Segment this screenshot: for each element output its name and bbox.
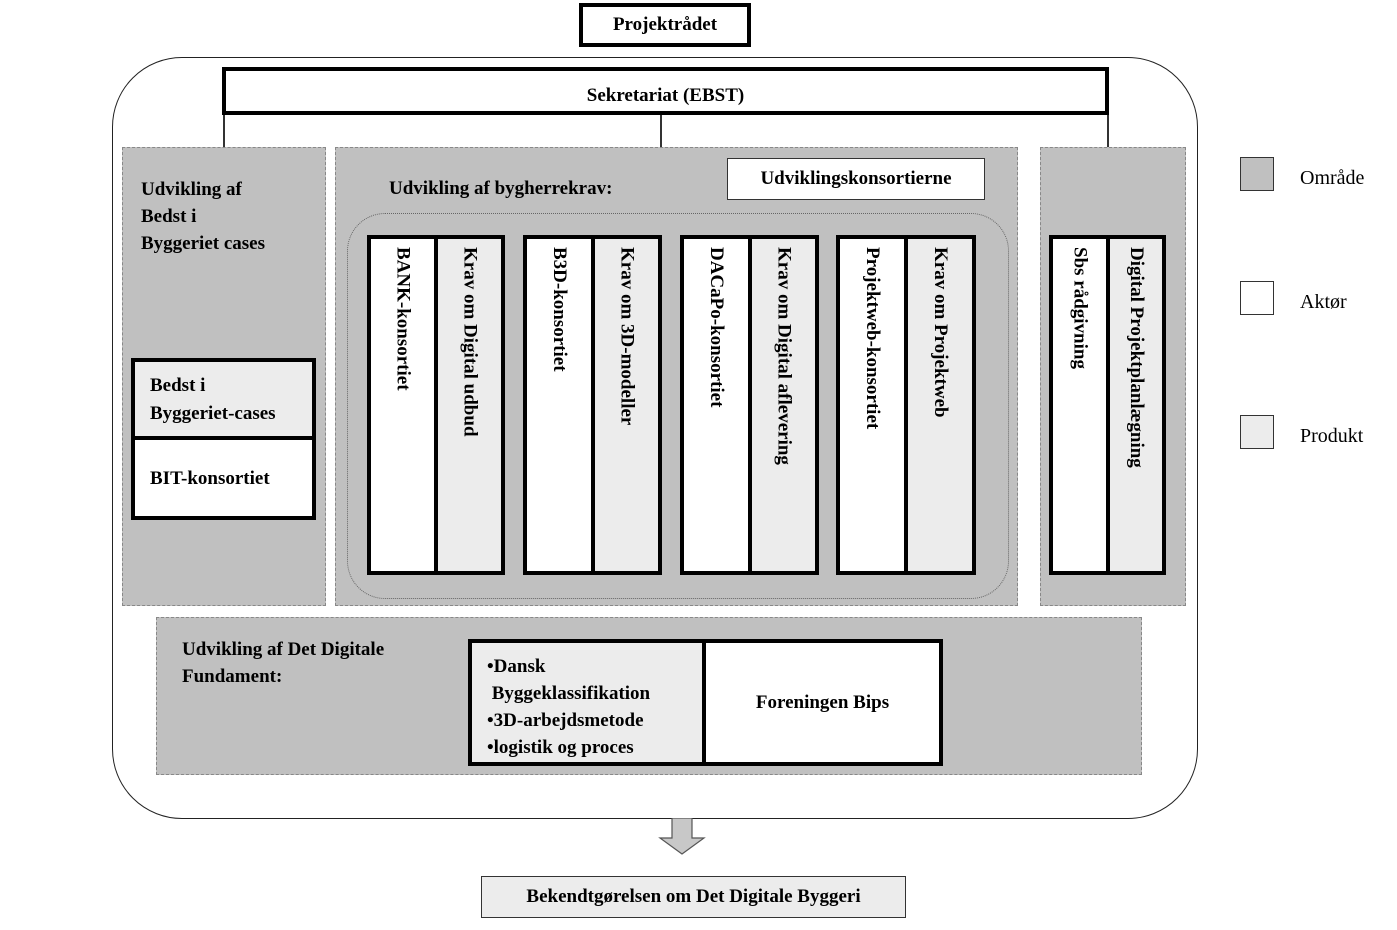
fundament-item-3: •logistik og proces	[487, 737, 634, 758]
pair-dacapo: DACaPo-konsortiet Krav om Digital afleve…	[680, 235, 819, 575]
pair-sbs: Sbs rådgivning Digital Projektplanlægnin…	[1049, 235, 1166, 575]
middle-area-title: Udvikling af bygherrekrav:	[389, 178, 613, 199]
product-krav-om-3d-modeller: Krav om 3D-modeller	[594, 239, 658, 571]
connector-left	[223, 114, 225, 148]
foreningen-bips-label: Foreningen Bips	[755, 691, 890, 713]
legend-swatch-omraade	[1240, 157, 1274, 191]
pair-b3d: B3D-konsortiet Krav om 3D-modeller	[523, 235, 662, 575]
legend-label-produkt: Produkt	[1300, 425, 1364, 447]
actor-bit-konsortiet: BIT-konsortiet	[150, 468, 270, 489]
actor-b3d-konsortiet: B3D-konsortiet	[527, 239, 595, 571]
actor-bank-konsortiet: BANK-konsortiet	[371, 239, 438, 571]
result-label: Bekendtgørelsen om Det Digitale Byggeri	[526, 886, 861, 907]
down-arrow-icon	[658, 818, 706, 855]
bottom-area-title: Udvikling af Det Digitale Fundament:	[182, 639, 385, 687]
sekretariat-box: Sekretariat (EBST)	[222, 67, 1109, 115]
product-digital-projektplanlaegning: Digital Projektplanlægning	[1109, 239, 1162, 571]
product-bedst-i-byggeriet-cases: Bedst i Byggeriet-cases	[135, 362, 312, 440]
product-krav-om-digital-aflevering: Krav om Digital aflevering	[751, 239, 815, 571]
udviklingskonsortierne-label: Udviklingskonsortierne	[760, 168, 952, 189]
fundament-item-1: •Dansk Byggeklassifikation	[487, 656, 651, 704]
connector-right	[1107, 114, 1109, 148]
pair-bank: BANK-konsortiet Krav om Digital udbud	[367, 235, 505, 575]
result-box: Bekendtgørelsen om Det Digitale Byggeri	[481, 876, 906, 918]
product-krav-om-projektweb: Krav om Projektweb	[908, 239, 972, 571]
sekretariat-label: Sekretariat (EBST)	[586, 85, 745, 106]
projektraadet-label: Projektrådet	[612, 14, 718, 35]
connector-middle	[660, 114, 662, 148]
actor-sbs-raadgivning: Sbs rådgivning	[1053, 239, 1110, 571]
fundament-item-2: •3D-arbejdsmetode	[487, 710, 644, 731]
consortia-group	[347, 213, 1009, 599]
legend-label-aktoer: Aktør	[1300, 291, 1347, 313]
product-fundament-list: •Dansk Byggeklassifikation •3D-arbejdsme…	[472, 643, 706, 762]
actor-foreningen-bips: Foreningen Bips	[706, 643, 939, 762]
legend-swatch-aktoer	[1240, 281, 1274, 315]
legend-swatch-produkt	[1240, 415, 1274, 449]
product-krav-om-digital-udbud: Krav om Digital udbud	[438, 239, 501, 571]
projektraadet-box: Projektrådet	[579, 3, 751, 47]
product-bedst-label: Bedst i Byggeriet-cases	[150, 375, 276, 424]
actor-projektweb-konsortiet: Projektweb-konsortiet	[840, 239, 908, 571]
left-stack: Bedst i Byggeriet-cases BIT-konsortiet	[131, 358, 316, 520]
actor-dacapo-konsortiet: DACaPo-konsortiet	[684, 239, 752, 571]
actor-udviklingskonsortierne: Udviklingskonsortierne	[727, 158, 985, 200]
left-area-title: Udvikling af Bedst i Byggeriet cases	[141, 179, 265, 254]
pair-projektweb: Projektweb-konsortiet Krav om Projektweb	[836, 235, 976, 575]
bottom-stack: •Dansk Byggeklassifikation •3D-arbejdsme…	[468, 639, 943, 766]
legend-label-omraade: Område	[1300, 167, 1365, 189]
